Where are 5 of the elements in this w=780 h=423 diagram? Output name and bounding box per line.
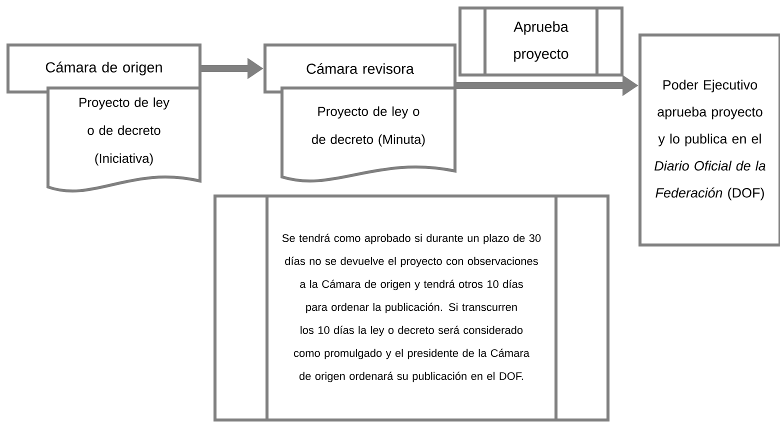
predefined-process-box: Aprueba proyecto xyxy=(458,6,624,76)
process-box: Cámara de origen xyxy=(6,44,202,94)
predefined-process-box: Se tendrá como aprobado si durante un plazo de 30 días no se devuelve el proyecto con observaciones a la Cámara de origen y tendrá otros 10 días para ordenar la publicación. Si transcurren los 10 días la ley o decreto será considerado como promulgado y el presidente de la Cámara de origen ordenará su publicación en el DOF. xyxy=(214,194,610,422)
process-box: Poder Ejecutivo aprueba proyecto y lo publica en el Diario Oficial de la Federación (DOF) xyxy=(638,34,780,246)
process-box: Cámara revisora xyxy=(264,44,456,94)
